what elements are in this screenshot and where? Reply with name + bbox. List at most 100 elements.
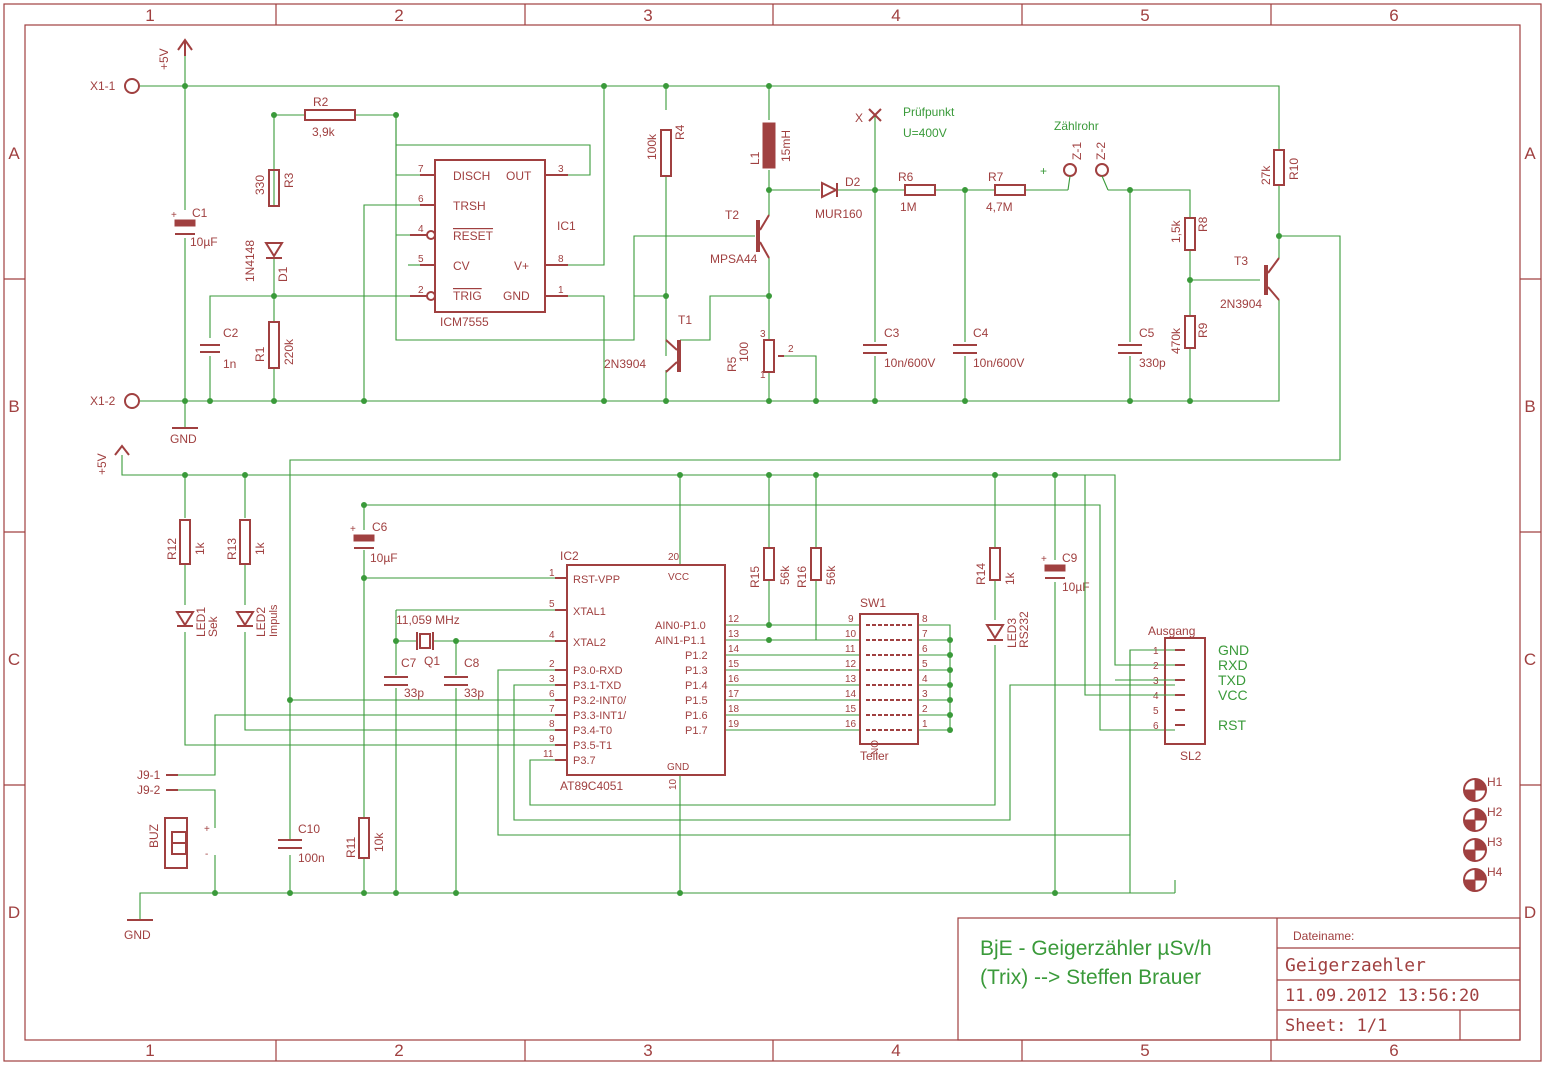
col-label: 6 [1389, 6, 1398, 25]
svg-text:1,5k: 1,5k [1169, 219, 1183, 243]
svg-text:R14: R14 [974, 563, 988, 585]
led-led3: LED3 RS232 [985, 611, 1031, 648]
svg-text:T1: T1 [678, 313, 692, 327]
svg-text:GND: GND [503, 289, 530, 303]
svg-text:5: 5 [922, 659, 928, 670]
svg-text:1: 1 [922, 719, 928, 730]
svg-text:220k: 220k [282, 338, 296, 365]
svg-text:L1: L1 [748, 151, 762, 165]
svg-text:15: 15 [728, 659, 740, 670]
datetime: 11.09.2012 13:56:20 [1285, 986, 1479, 1006]
svg-text:D2: D2 [845, 175, 861, 189]
svg-text:D1: D1 [276, 266, 290, 282]
resistor-r12: R12 1k [165, 519, 207, 565]
svg-text:R6: R6 [898, 170, 914, 184]
svg-text:P3.5-T1: P3.5-T1 [573, 740, 612, 752]
svg-text:8: 8 [922, 614, 928, 625]
svg-text:470k: 470k [1169, 327, 1183, 354]
svg-text:U=400V: U=400V [903, 126, 947, 140]
svg-text:12: 12 [728, 614, 740, 625]
svg-text:6: 6 [922, 644, 928, 655]
svg-text:16: 16 [728, 674, 740, 685]
resistor-r14: R14 1k [974, 547, 1017, 585]
svg-text:5: 5 [549, 599, 555, 610]
svg-text:Z-1: Z-1 [1070, 142, 1084, 160]
svg-text:ON: ON [868, 740, 879, 755]
svg-text:R8: R8 [1196, 216, 1210, 232]
svg-text:2: 2 [1153, 661, 1159, 672]
svg-text:10k: 10k [372, 832, 386, 852]
svg-text:RESET: RESET [453, 229, 494, 243]
svg-text:AT89C4051: AT89C4051 [560, 779, 623, 793]
svg-text:15: 15 [845, 704, 857, 715]
resistor-r3: 330 R3 [253, 169, 296, 207]
svg-text:P3.1-TXD: P3.1-TXD [573, 680, 621, 692]
svg-text:1: 1 [760, 370, 766, 381]
svg-text:CV: CV [453, 259, 470, 273]
svg-text:RST-VPP: RST-VPP [573, 574, 620, 586]
inductor-l1: L1 15mH [748, 122, 793, 169]
svg-text:XTAL1: XTAL1 [573, 606, 606, 618]
hole-h4: H4 [1463, 865, 1503, 892]
svg-text:X: X [855, 111, 863, 125]
tube-connector: + Zählrohr Z-1 Z-2 [1040, 119, 1109, 191]
connector-x1: X1-1 X1-2 [90, 78, 140, 409]
hole-h1: H1 [1463, 775, 1503, 802]
x1-1-label: X1-1 [90, 79, 116, 93]
x1-2-label: X1-2 [90, 394, 116, 408]
svg-text:GND: GND [124, 928, 151, 942]
svg-text:P3.7: P3.7 [573, 755, 596, 767]
col-label: 2 [394, 1041, 403, 1060]
col-label: 1 [145, 1041, 154, 1060]
svg-text:R9: R9 [1196, 322, 1210, 338]
resistor-r7: R74,7M [986, 170, 1026, 214]
svg-text:10: 10 [668, 778, 679, 790]
svg-text:AIN1-P1.1: AIN1-P1.1 [655, 635, 706, 647]
svg-text:1: 1 [558, 285, 564, 296]
svg-text:P1.2: P1.2 [685, 650, 708, 662]
svg-text:P3.2-INT0/: P3.2-INT0/ [573, 695, 627, 707]
resistor-r15: R15 56k [748, 547, 792, 588]
svg-text:+: + [204, 824, 210, 835]
title-block: BjE - Geigerzähler µSv/h (Trix) --> Stef… [957, 917, 1521, 1041]
svg-text:J9-1: J9-1 [137, 768, 161, 782]
drawing-frame [3, 3, 1542, 1062]
svg-text:GND: GND [1218, 642, 1249, 658]
svg-text:MUR160: MUR160 [815, 207, 863, 221]
svg-text:R11: R11 [344, 837, 358, 858]
svg-text:T2: T2 [725, 208, 739, 222]
svg-text:TXD: TXD [1218, 672, 1246, 688]
svg-text:2N3904: 2N3904 [604, 357, 646, 371]
svg-text:15mH: 15mH [779, 130, 793, 162]
svg-text:R5: R5 [725, 356, 739, 372]
resistor-r8: 1,5k R8 [1169, 216, 1210, 251]
svg-text:33p: 33p [464, 686, 484, 700]
svg-text:6: 6 [1153, 721, 1159, 732]
svg-text:H4: H4 [1487, 865, 1503, 879]
plus-mark: + [1041, 554, 1047, 565]
svg-text:AIN0-P1.0: AIN0-P1.0 [655, 620, 706, 632]
title-line-2: (Trix) --> Steffen Brauer [980, 966, 1201, 989]
svg-text:10: 10 [845, 629, 857, 640]
svg-text:R13: R13 [225, 538, 239, 560]
svg-text:LED1: LED1 [194, 607, 208, 637]
svg-text:10n/600V: 10n/600V [973, 356, 1024, 370]
svg-text:2: 2 [549, 659, 555, 670]
svg-text:C1: C1 [192, 206, 208, 220]
svg-text:3,9k: 3,9k [312, 125, 336, 139]
svg-text:TRSH: TRSH [453, 199, 486, 213]
svg-text:P1.3: P1.3 [685, 665, 708, 677]
svg-text:P3.3-INT1/: P3.3-INT1/ [573, 710, 627, 722]
supply-5v-top: +5V [157, 38, 193, 70]
svg-text:12: 12 [845, 659, 857, 670]
svg-text:R1: R1 [253, 346, 267, 362]
plus-mark: + [350, 524, 356, 535]
svg-text:4: 4 [922, 674, 928, 685]
svg-text:J9-2: J9-2 [137, 783, 161, 797]
transistor-t1: T1 2N3904 [604, 313, 692, 373]
